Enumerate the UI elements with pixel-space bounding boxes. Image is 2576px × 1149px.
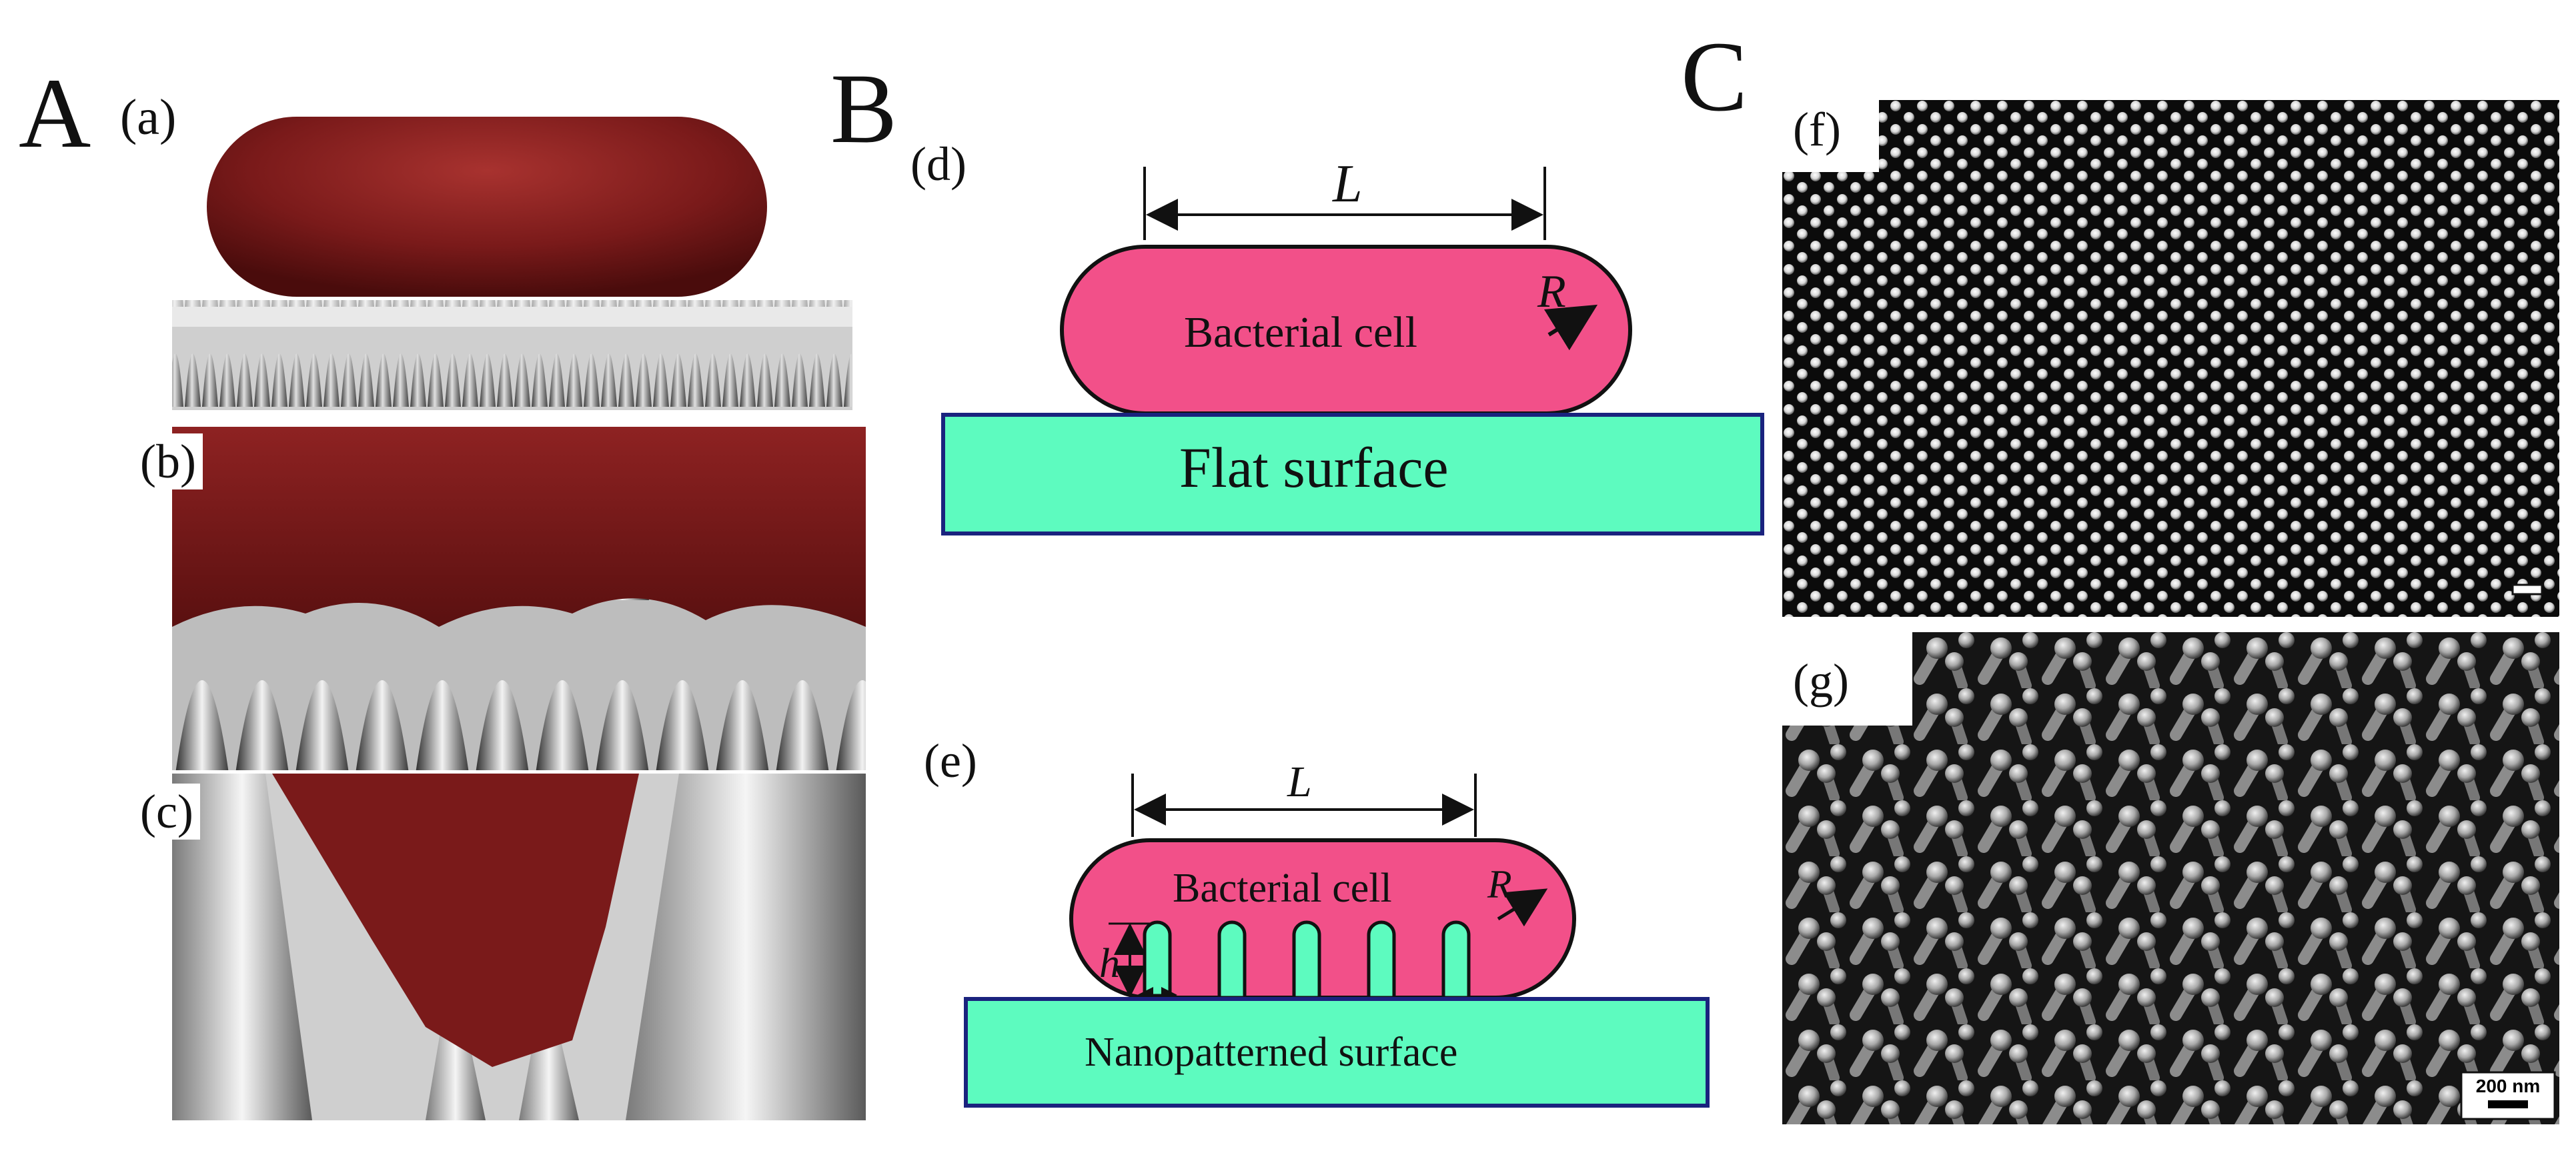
section-label-c: C: [1681, 21, 1748, 132]
cell-label: Bacterial cell: [1184, 308, 1417, 357]
nanopatterned-surface: [964, 997, 1710, 1108]
panel-c-illustration: [172, 774, 866, 1120]
bacterium-cell: [207, 117, 767, 297]
nanopillar: [1143, 920, 1172, 1000]
scale-bar: [2488, 1100, 2528, 1108]
panel-label-b: (b): [133, 433, 203, 489]
scale-bar-label: 200 nm: [2476, 1076, 2541, 1096]
scale-bar: [2511, 584, 2543, 596]
flat-surface: [941, 413, 1764, 535]
nanopillar: [1367, 920, 1396, 1000]
radius-label: R: [1537, 266, 1566, 317]
nanopillars: [1143, 920, 1471, 1000]
surface-label: Flat surface: [1179, 435, 1449, 499]
nanopillar: [1441, 920, 1471, 1000]
surface-label: Nanopatterned surface: [1085, 1030, 1457, 1075]
diagram-d: L Bacterial cell R Flat surface: [941, 155, 1764, 535]
height-label: h: [1099, 941, 1120, 986]
panel-label-f: (f): [1793, 103, 1841, 156]
panel-a-illustration: [172, 117, 852, 410]
panel-label-a: (a): [120, 89, 177, 145]
section-label-b: B: [830, 53, 898, 164]
nanopillar: [1292, 920, 1321, 1000]
radius-arrow: [1497, 888, 1548, 927]
panel-f-sem-image: [1782, 100, 2559, 617]
radius-arrow: [1543, 304, 1598, 351]
diagram-e: L Bacterial cell R h 2Rp Nanopatterned s…: [964, 758, 1710, 1108]
panel-b-illustration: [172, 427, 866, 770]
section-label-a: A: [19, 58, 91, 169]
panel-label-c: (c): [133, 784, 200, 840]
panel-label-d: (d): [910, 137, 967, 191]
scale-bar-box: [2460, 1071, 2556, 1120]
length-label: L: [1332, 155, 1363, 213]
cell-label: Bacterial cell: [1173, 866, 1392, 911]
length-label: L: [1287, 758, 1312, 806]
panel-label-g: (g): [1793, 654, 1849, 708]
radius-label: R: [1487, 862, 1512, 906]
panel-label-e: (e): [924, 734, 977, 788]
nanopillar: [1217, 920, 1247, 1000]
